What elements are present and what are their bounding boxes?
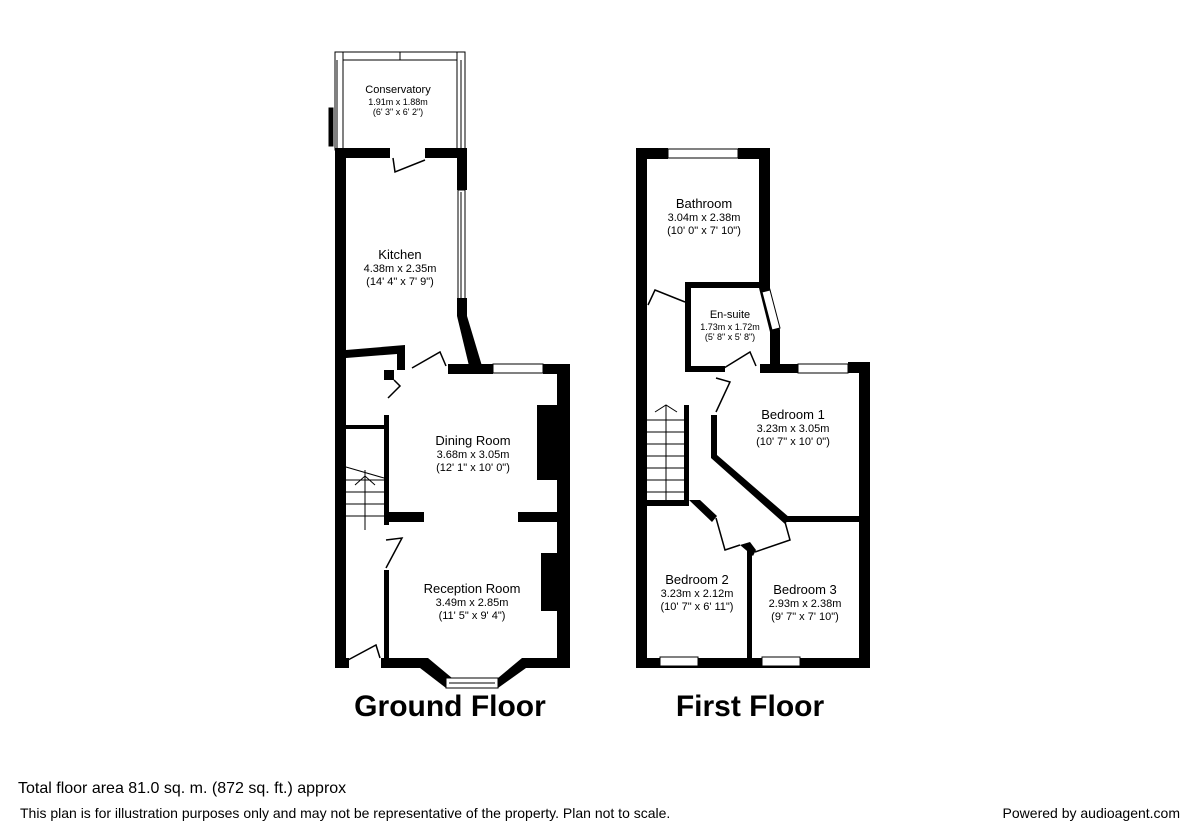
ensuite-door-icon	[723, 350, 757, 369]
kitchen-door-icon	[392, 157, 426, 174]
reception-door-icon	[385, 537, 404, 569]
room-metric: 3.23m x 2.12m	[660, 587, 734, 600]
room-imperial: (11' 5" x 9' 4")	[438, 609, 506, 622]
room-label-conservatory: Conservatory 1.91m x 1.88m (6' 3" x 6' 2…	[365, 84, 430, 117]
total-floor-area: Total floor area 81.0 sq. m. (872 sq. ft…	[18, 780, 347, 797]
room-name: En-suite	[709, 309, 751, 321]
room-imperial: (10' 7" x 10' 0")	[756, 435, 830, 448]
bedroom1-window-icon	[797, 363, 849, 374]
room-name: Bedroom 3	[773, 582, 837, 597]
bedroom2-door-icon	[715, 517, 741, 551]
room-name: Dining Room	[435, 433, 511, 448]
room-name: Bedroom 1	[761, 407, 825, 422]
room-imperial: (14' 4" x 7' 9")	[366, 275, 434, 288]
dining-door-icon	[411, 350, 447, 369]
bedroom1-door-icon	[715, 377, 732, 413]
room-label-bedroom-3: Bedroom 3 2.93m x 2.38m (9' 7" x 7' 10")	[768, 582, 842, 623]
room-metric: 3.04m x 2.38m	[667, 211, 741, 224]
room-imperial: (10' 7" x 6' 11")	[660, 600, 734, 613]
conservatory-frame	[328, 51, 466, 151]
room-label-kitchen: Kitchen 4.38m x 2.35m (14' 4" x 7' 9")	[363, 247, 437, 288]
room-label-dining-room: Dining Room 3.68m x 3.05m (12' 1" x 10' …	[435, 433, 511, 474]
ground-floor-plan	[328, 51, 570, 689]
room-name: Bathroom	[675, 196, 733, 211]
room-metric: 3.68m x 3.05m	[436, 448, 510, 461]
ground-staircase-icon	[345, 466, 385, 530]
room-imperial: (5' 8" x 5' 8")	[704, 331, 756, 342]
room-imperial: (9' 7" x 7' 10")	[771, 610, 839, 623]
disclaimer: This plan is for illustration purposes o…	[20, 805, 671, 821]
front-door-icon	[347, 643, 381, 661]
room-imperial: (10' 0" x 7' 10")	[667, 224, 741, 237]
room-metric: 3.23m x 3.05m	[756, 422, 830, 435]
room-imperial: (6' 3" x 6' 2")	[372, 106, 424, 117]
room-metric: 2.93m x 2.38m	[768, 597, 842, 610]
dining-window-icon	[492, 363, 544, 374]
first-staircase-icon	[647, 404, 684, 500]
bathroom-door-icon	[647, 289, 686, 306]
room-label-bedroom-2: Bedroom 2 3.23m x 2.12m (10' 7" x 6' 11"…	[660, 572, 734, 613]
room-name: Bedroom 2	[665, 572, 729, 587]
room-label-en-suite: En-suite 1.73m x 1.72m (5' 8" x 5' 8")	[700, 309, 760, 342]
ground-floor-title: Ground Floor	[354, 690, 546, 723]
room-label-bathroom: Bathroom 3.04m x 2.38m (10' 0" x 7' 10")	[667, 196, 741, 237]
room-metric: 1.73m x 1.72m	[700, 321, 760, 332]
room-metric: 1.91m x 1.88m	[368, 96, 428, 107]
room-metric: 3.49m x 2.85m	[435, 596, 509, 609]
bedroom3-window-icon	[761, 656, 801, 667]
room-name: Conservatory	[365, 84, 431, 96]
first-floor-title: First Floor	[675, 690, 825, 723]
powered-by: Powered by audioagent.com	[1002, 805, 1180, 821]
bathroom-window-icon	[667, 148, 739, 159]
room-metric: 4.38m x 2.35m	[363, 262, 437, 275]
first-floor-plan	[636, 148, 870, 668]
room-label-bedroom-1: Bedroom 1 3.23m x 3.05m (10' 7" x 10' 0"…	[756, 407, 830, 448]
room-name: Reception Room	[423, 581, 521, 596]
ensuite-window-icon	[761, 289, 781, 331]
room-imperial: (12' 1" x 10' 0")	[436, 461, 510, 474]
bedroom2-window-icon	[659, 656, 699, 667]
room-label-reception-room: Reception Room 3.49m x 2.85m (11' 5" x 9…	[423, 581, 521, 622]
bedroom3-door-icon	[754, 521, 791, 553]
room-name: Kitchen	[378, 247, 422, 262]
